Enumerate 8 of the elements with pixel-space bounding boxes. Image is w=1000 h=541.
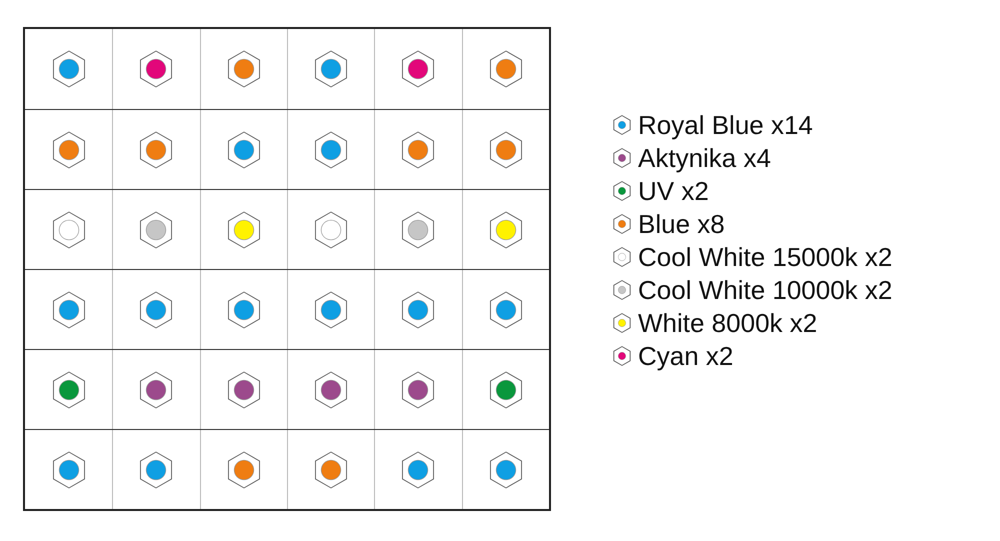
legend-label: Aktynika x4 [638, 144, 771, 170]
legend-label: Cyan x2 [638, 342, 734, 368]
legend-label: Royal Blue x14 [638, 112, 813, 138]
legend-label: White 8000k x2 [638, 310, 818, 336]
legend-label: Cool White 10000k x2 [638, 276, 892, 302]
legend-label: UV x2 [638, 178, 709, 204]
legend-label: Cool White 15000k x2 [638, 244, 892, 270]
legend-label: Blue x8 [638, 210, 725, 236]
